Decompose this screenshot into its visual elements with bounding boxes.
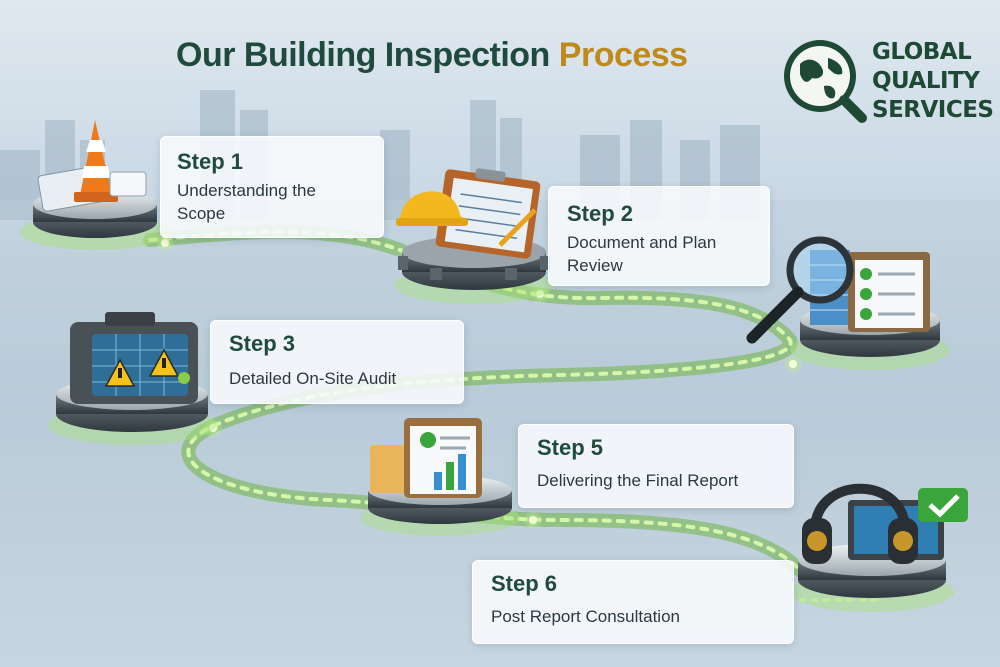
logo-text: GLOBAL QUALITY SERVICES [872, 38, 994, 125]
logo-line-2: QUALITY [872, 68, 980, 94]
step-label: Step 3 [229, 331, 296, 356]
traffic-cone-blueprint-icon [37, 120, 147, 212]
step-description: Delivering the Final Report [537, 471, 739, 490]
step-label: Step 1 [177, 149, 244, 174]
page-title: Our Building Inspection Process [176, 36, 688, 75]
company-logo: GLOBAL QUALITY SERVICES [778, 34, 994, 140]
globe-magnifier-icon [784, 40, 867, 123]
step-card-1: Step 1 Understanding the Scope [160, 136, 384, 238]
step-label: Step 2 [567, 201, 634, 226]
step-description: Post Report Consultation [491, 607, 680, 626]
step-label: Step 5 [537, 435, 604, 460]
step-description: Document and Plan Review [567, 233, 717, 275]
title-accent: Process [558, 36, 688, 74]
logo-line-3: SERVICES [872, 97, 994, 123]
step-description: Understanding the Scope [177, 181, 316, 223]
report-clipboard-chart-icon [370, 418, 482, 498]
step-label: Step 6 [491, 571, 558, 596]
logo-line-1: GLOBAL [872, 39, 972, 65]
step-card-6: Step 6 Post Report Consultation [472, 560, 794, 644]
step-card-2: Step 2 Document and Plan Review [548, 186, 770, 286]
hardhat-clipboard-gear-icon [396, 168, 541, 259]
path-nodes [155, 233, 803, 530]
step-description: Detailed On-Site Audit [229, 369, 397, 388]
title-main: Our Building Inspection [176, 36, 559, 74]
headset-monitor-check-icon [802, 483, 968, 564]
step-card-5: Step 5 Delivering the Final Report [518, 424, 794, 508]
camera-warning-icon [70, 312, 198, 404]
step-card-3: Step 3 Detailed On-Site Audit [210, 320, 464, 404]
magnifier-building-checklist-icon [746, 236, 930, 344]
